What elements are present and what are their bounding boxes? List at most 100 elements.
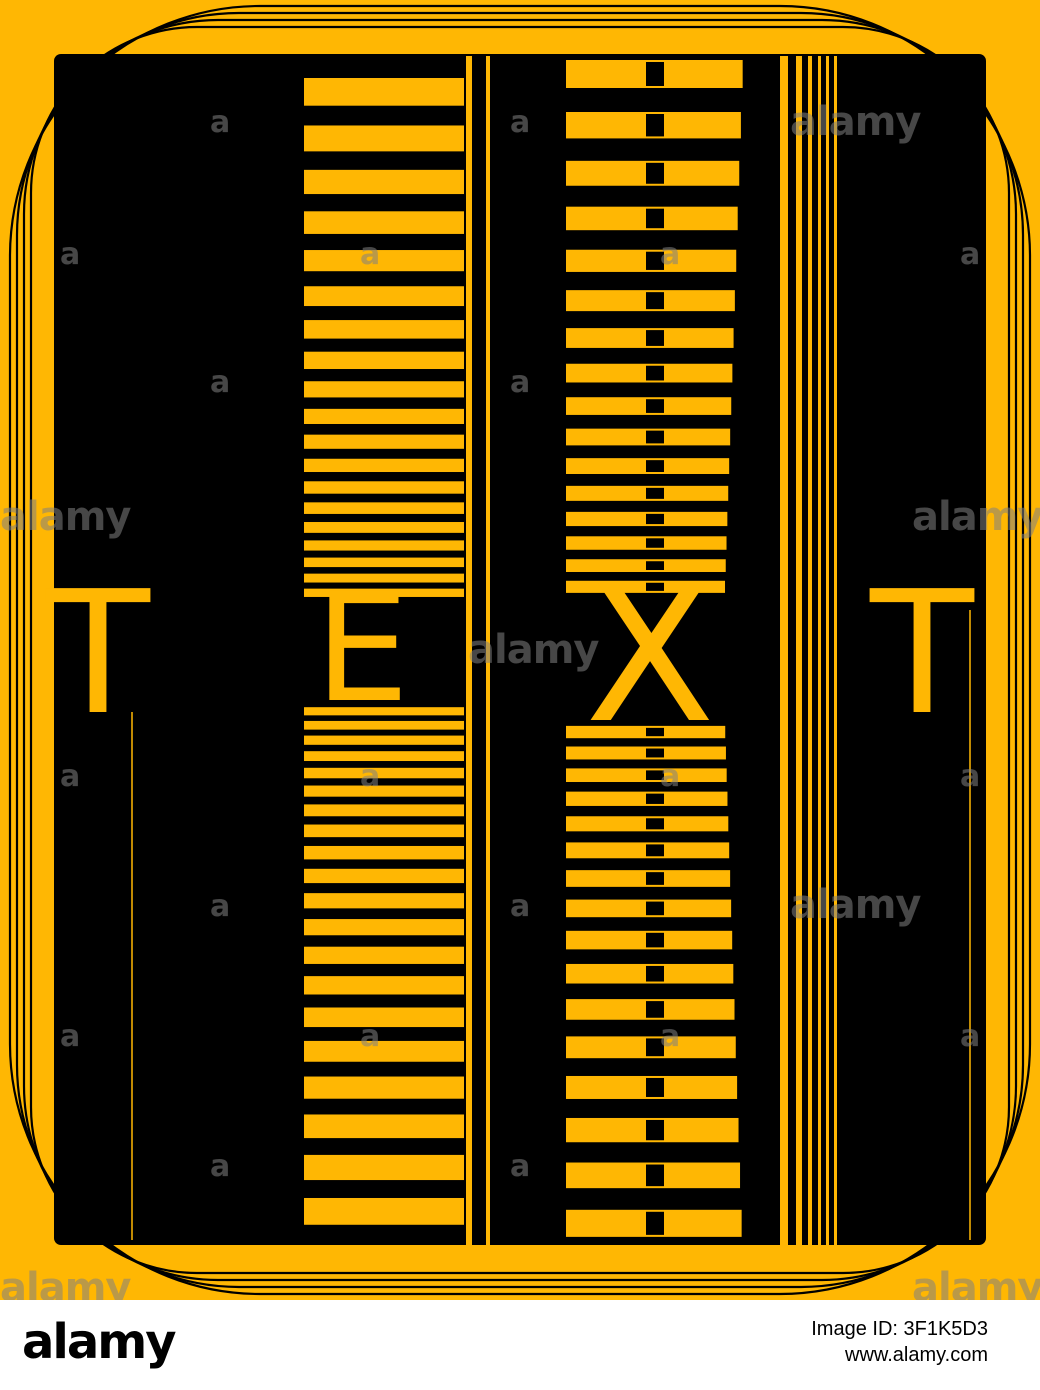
- x-gap: [646, 487, 664, 499]
- stripe-bar: [304, 1076, 464, 1099]
- x-gap: [646, 965, 664, 982]
- x-stripe: [566, 559, 726, 573]
- x-gap: [646, 748, 664, 758]
- x-gap: [646, 330, 664, 346]
- x-gap: [646, 582, 664, 591]
- x-gap: [646, 399, 664, 413]
- x-gap: [646, 793, 664, 804]
- stripe-bar: [304, 540, 464, 551]
- vertical-divider-lines: [466, 56, 490, 1246]
- stripe-bar: [304, 735, 464, 745]
- stripe-bar: [304, 751, 464, 762]
- x-gap: [646, 208, 664, 229]
- vertical-stripe: [826, 56, 829, 1246]
- stripe-bar: [304, 868, 464, 884]
- x-gap: [646, 1211, 664, 1235]
- vertical-stripe: [834, 56, 837, 1246]
- stripe-bar: [304, 845, 464, 860]
- stripe-bar: [304, 522, 464, 533]
- stripe-bar: [304, 351, 464, 370]
- stripe-bar: [304, 893, 464, 909]
- stripe-bar: [304, 169, 464, 195]
- stripe-bar: [304, 1114, 464, 1139]
- frame-line: [22, 18, 1018, 1282]
- stripe-bar: [304, 78, 464, 106]
- x-gap: [646, 365, 664, 381]
- letter-group: T E X T: [45, 544, 975, 765]
- stripe-bar: [304, 767, 464, 779]
- stripe-bar: [304, 976, 464, 995]
- x-gap: [646, 162, 664, 184]
- stripe-bar: [304, 785, 464, 797]
- x-gap: [646, 1038, 664, 1057]
- x-gap: [646, 430, 664, 444]
- stripe-bar: [304, 458, 464, 473]
- x-gap: [646, 1001, 664, 1018]
- footer-image-info: Image ID: 3F1K5D3 www.alamy.com: [811, 1316, 988, 1368]
- stripe-bar: [304, 286, 464, 307]
- x-gap: [646, 932, 664, 948]
- stripe-bar: [304, 1007, 464, 1028]
- stripe-bar: [304, 381, 464, 398]
- x-gap: [646, 872, 664, 885]
- x-stripe: [566, 746, 726, 760]
- x-gap: [646, 292, 664, 310]
- x-gap: [646, 1164, 664, 1187]
- stripe-bar: [304, 946, 464, 964]
- frame-line: [29, 25, 1011, 1275]
- rounded-frame-lines: [8, 4, 1032, 1296]
- x-stripe: [566, 725, 726, 739]
- stripe-bar: [304, 557, 464, 568]
- stripe-bar: [304, 1197, 464, 1225]
- x-pattern-column: [566, 60, 743, 1237]
- vertical-stripe: [796, 56, 802, 1246]
- stripe-bar: [304, 804, 464, 817]
- frame-line: [8, 4, 1032, 1296]
- stripe-bar: [304, 720, 464, 730]
- stripe-bar: [304, 408, 464, 424]
- stripe-bar: [304, 824, 464, 838]
- divider-line: [486, 56, 490, 1246]
- vertical-stripe: [780, 56, 788, 1246]
- x-gap: [646, 818, 664, 830]
- vertical-stripe: [818, 56, 821, 1246]
- x-gap: [646, 62, 664, 86]
- stripe-bar: [304, 481, 464, 494]
- stripe-bar: [304, 320, 464, 339]
- x-gap: [646, 251, 664, 270]
- vertical-stripe: [808, 56, 812, 1246]
- x-gap: [646, 770, 664, 781]
- frame-line: [15, 11, 1025, 1289]
- letter-e: E: [315, 562, 410, 736]
- barcode-stripe-column: [304, 78, 464, 1225]
- black-panel: [54, 54, 986, 1245]
- stripe-bar: [304, 434, 464, 449]
- letter-t-left: T: [45, 555, 151, 753]
- image-id-text: Image ID: 3F1K5D3: [811, 1318, 988, 1340]
- site-url-text: www.alamy.com: [845, 1344, 988, 1366]
- stripe-bar: [304, 211, 464, 234]
- x-gap: [646, 114, 664, 137]
- x-gap: [646, 538, 664, 548]
- x-gap: [646, 844, 664, 857]
- stripe-bar: [304, 707, 464, 716]
- x-stripe: [566, 580, 726, 593]
- stripe-bar: [304, 919, 464, 936]
- x-gap: [646, 513, 664, 525]
- vertical-stripe-bundle: [780, 56, 837, 1246]
- stripe-bar: [304, 502, 464, 514]
- x-gap: [646, 561, 664, 571]
- x-gap: [646, 901, 664, 916]
- stripe-bar: [304, 250, 464, 272]
- artwork: T E X T: [8, 4, 1032, 1296]
- x-gap: [646, 1077, 664, 1097]
- stripe-bar: [304, 588, 464, 597]
- letter-t-right: T: [869, 555, 975, 753]
- stripe-bar: [304, 125, 464, 152]
- stripe-bar: [304, 1040, 464, 1062]
- x-gap: [646, 727, 664, 737]
- footer-bar: alamy Image ID: 3F1K5D3 www.alamy.com: [0, 1300, 1040, 1390]
- stripe-bar: [304, 1154, 464, 1181]
- letter-x: X: [585, 544, 715, 765]
- x-gap: [646, 460, 664, 472]
